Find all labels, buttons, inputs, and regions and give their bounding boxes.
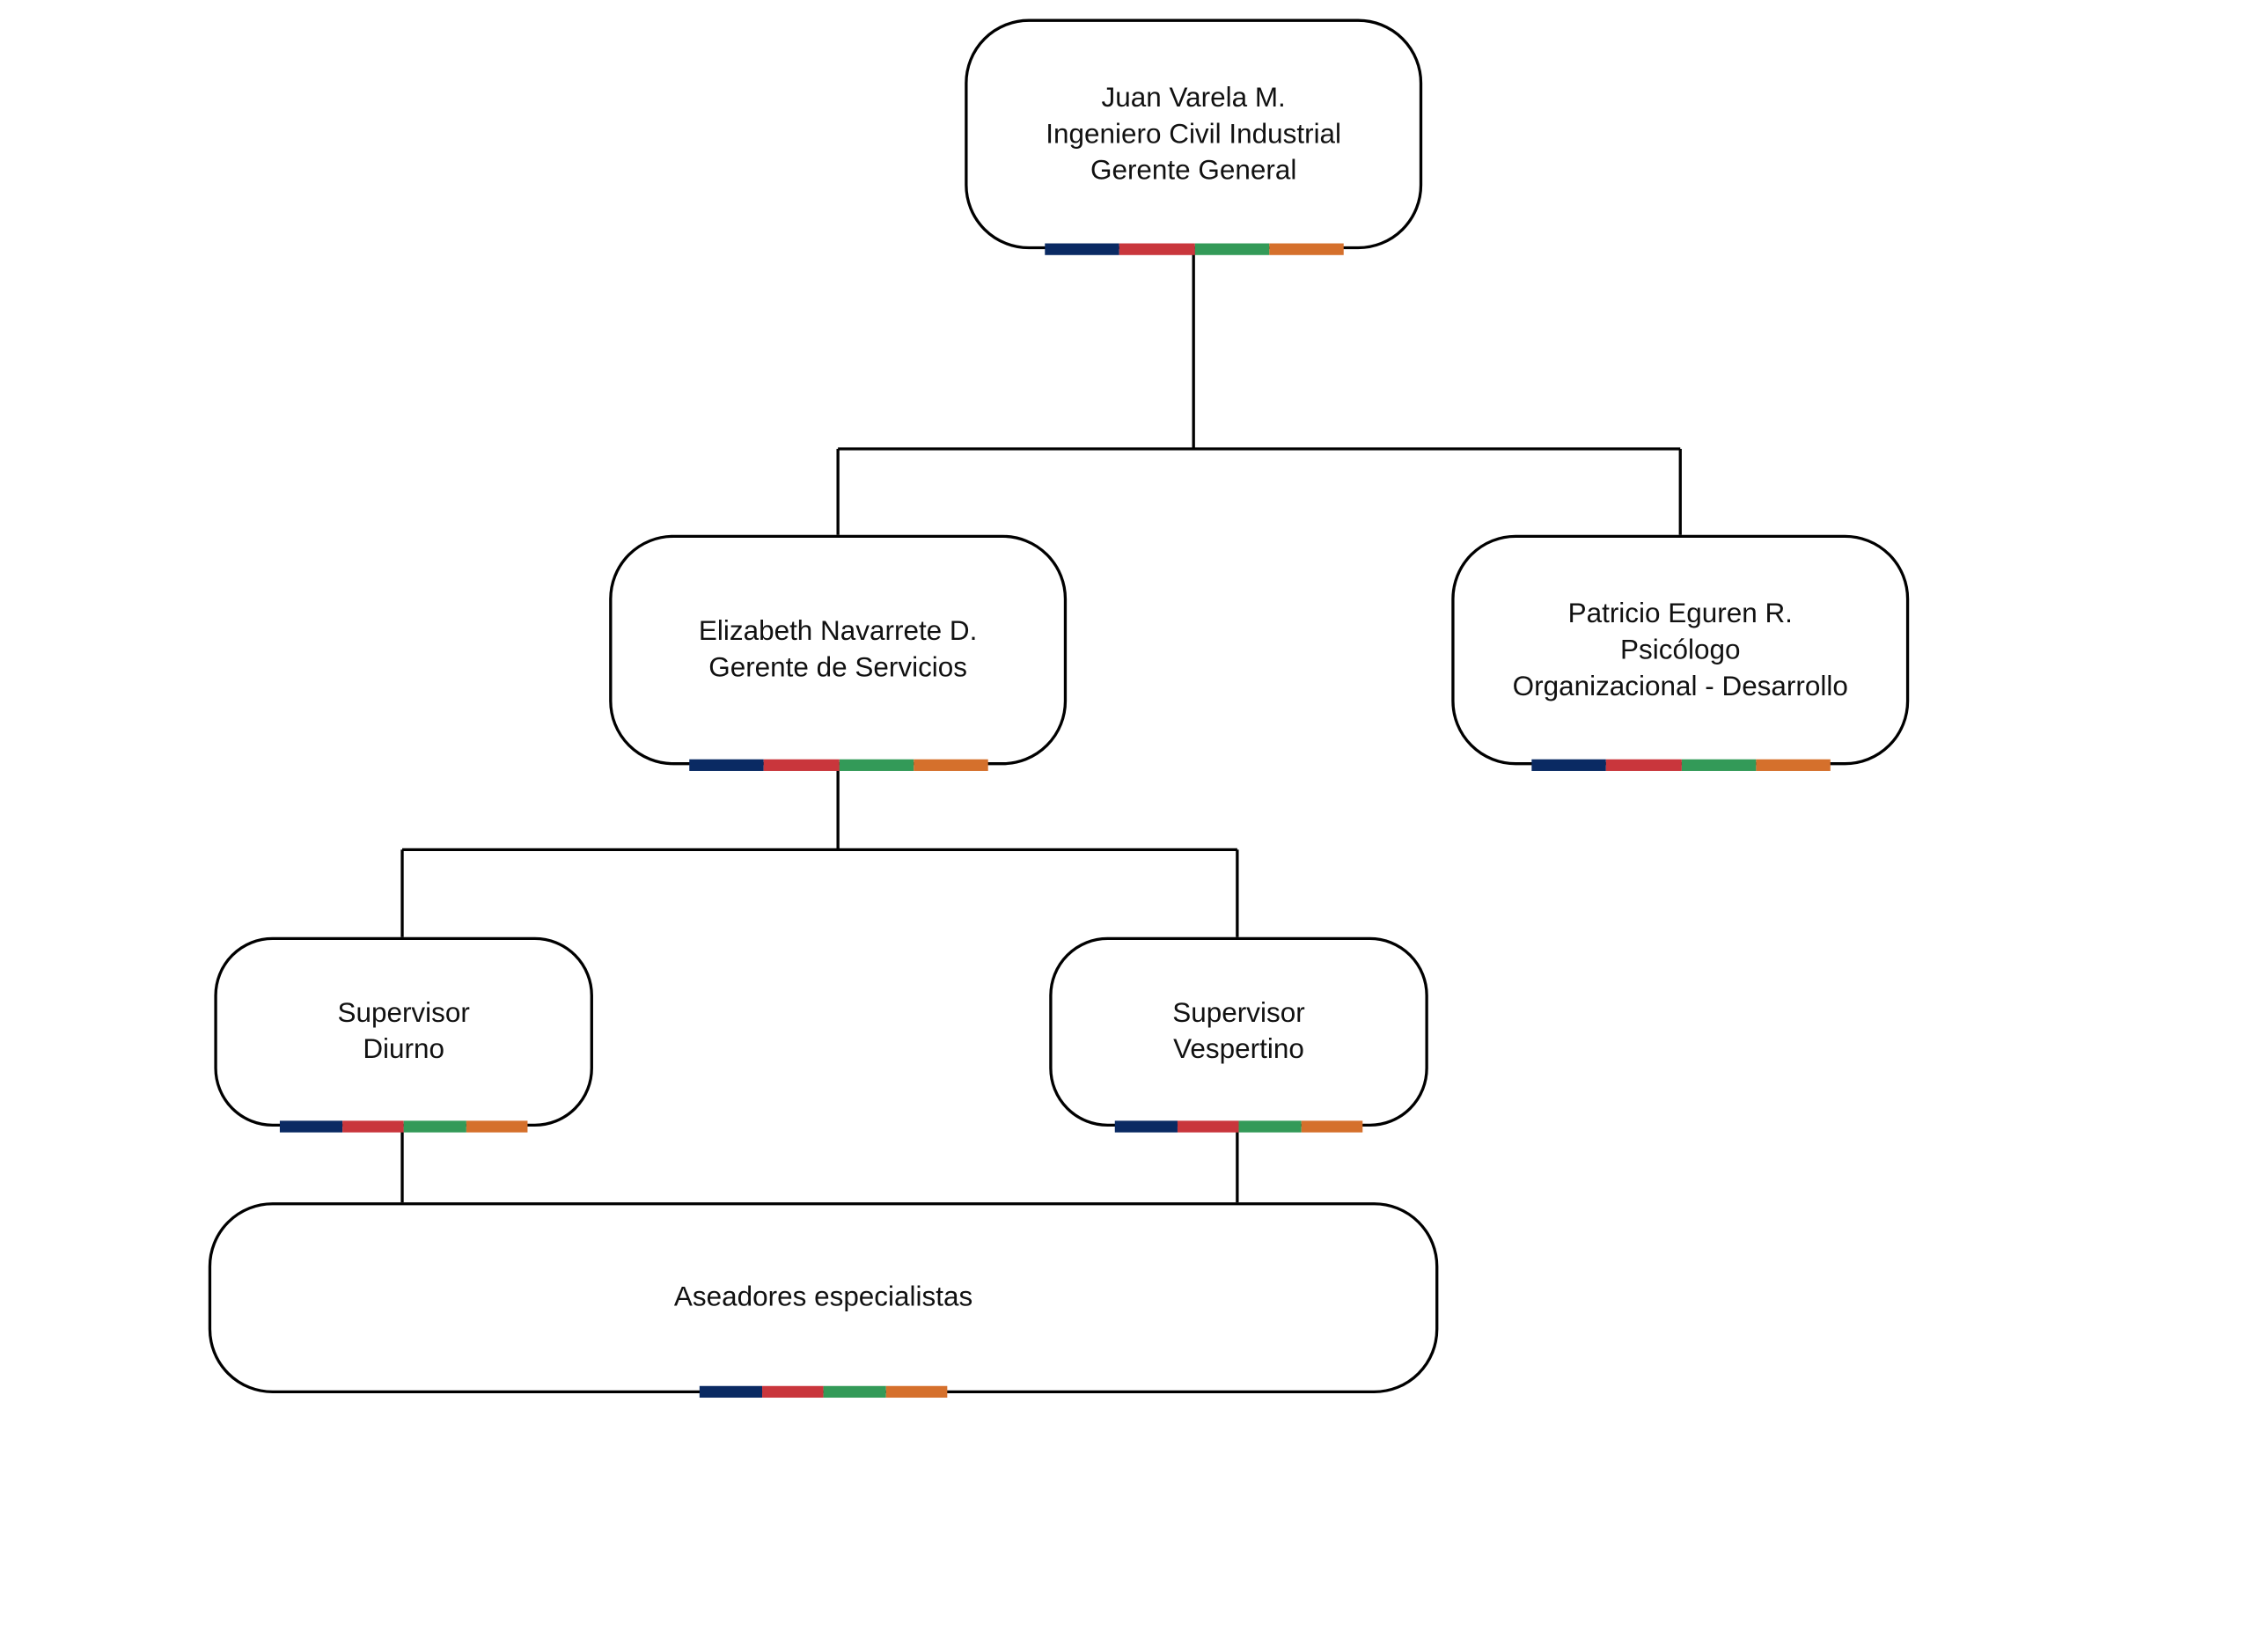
node-name: Elizabeth Navarrete D. xyxy=(698,616,978,648)
node-label-supervisor-vespertino: Supervisor Vespertino xyxy=(1172,995,1304,1068)
stripe-segment-red xyxy=(1119,243,1195,255)
color-stripe-gerente-general xyxy=(1045,243,1344,255)
stripe-segment-red xyxy=(1606,759,1682,771)
stripe-segment-orange xyxy=(1300,1120,1363,1133)
color-stripe-supervisor-vespertino xyxy=(1114,1120,1363,1133)
stripe-segment-orange xyxy=(1755,759,1831,771)
node-supervisor-vespertino: Supervisor Vespertino xyxy=(1049,936,1428,1127)
node-label-supervisor-diurno: Supervisor Diurno xyxy=(337,995,469,1068)
stripe-segment-red xyxy=(764,759,839,771)
stripe-segment-navy xyxy=(1114,1120,1178,1133)
node-role: Gerente de Servicios xyxy=(708,652,968,684)
stripe-segment-green xyxy=(823,1385,885,1399)
node-profession: Psicólogo xyxy=(1620,635,1741,665)
stripe-segment-green xyxy=(1681,759,1756,771)
node-gerente-servicios: Elizabeth Navarrete D. Gerente de Servic… xyxy=(609,534,1068,766)
node-role: Supervisor xyxy=(337,998,470,1030)
stripe-segment-orange xyxy=(913,759,988,771)
node-label-gerente-general: Juan Varela M. Ingeniero Civil Industria… xyxy=(1046,79,1341,188)
stripe-segment-red xyxy=(761,1385,824,1399)
node-supervisor-diurno: Supervisor Diurno xyxy=(214,936,593,1127)
node-role: Gerente General xyxy=(1090,155,1297,187)
stripe-segment-orange xyxy=(466,1120,528,1133)
node-shift: Vespertino xyxy=(1173,1034,1304,1066)
node-label-psicologo: Patricio Eguren R. Psicólogo Organizacio… xyxy=(1513,595,1848,704)
stripe-segment-green xyxy=(1238,1120,1301,1133)
node-shift: Diurno xyxy=(363,1034,445,1066)
stripe-segment-navy xyxy=(1045,243,1120,255)
stripe-segment-green xyxy=(1194,243,1269,255)
stripe-segment-navy xyxy=(1531,759,1607,771)
node-name: Patricio Eguren R. xyxy=(1567,598,1793,629)
color-stripe-gerente-servicios xyxy=(689,759,988,771)
stripe-segment-red xyxy=(1177,1120,1239,1133)
node-role: Supervisor xyxy=(1172,998,1305,1030)
stripe-segment-navy xyxy=(689,759,765,771)
color-stripe-supervisor-diurno xyxy=(279,1120,528,1133)
stripe-segment-red xyxy=(341,1120,404,1133)
node-aseadores-especialistas: Aseadores especialistas xyxy=(208,1202,1439,1394)
node-profession: Ingeniero Civil Industrial xyxy=(1046,118,1342,150)
node-label-aseadores: Aseadores especialistas xyxy=(674,1280,972,1316)
stripe-segment-navy xyxy=(699,1385,762,1399)
node-name: Juan Varela M. xyxy=(1101,82,1286,114)
node-psicologo: Patricio Eguren R. Psicólogo Organizacio… xyxy=(1451,534,1910,766)
color-stripe-psicologo xyxy=(1531,759,1831,771)
node-role: Organizacional - Desarrollo xyxy=(1512,671,1848,702)
node-gerente-general: Juan Varela M. Ingeniero Civil Industria… xyxy=(965,18,1423,250)
stripe-segment-green xyxy=(838,759,914,771)
color-stripe-aseadores xyxy=(699,1385,948,1399)
node-label-gerente-servicios: Elizabeth Navarrete D. Gerente de Servic… xyxy=(699,613,978,686)
stripe-segment-orange xyxy=(1268,243,1344,255)
stripe-segment-navy xyxy=(279,1120,342,1133)
node-role: Aseadores especialistas xyxy=(673,1282,973,1313)
stripe-segment-orange xyxy=(884,1385,948,1399)
stripe-segment-green xyxy=(403,1120,466,1133)
